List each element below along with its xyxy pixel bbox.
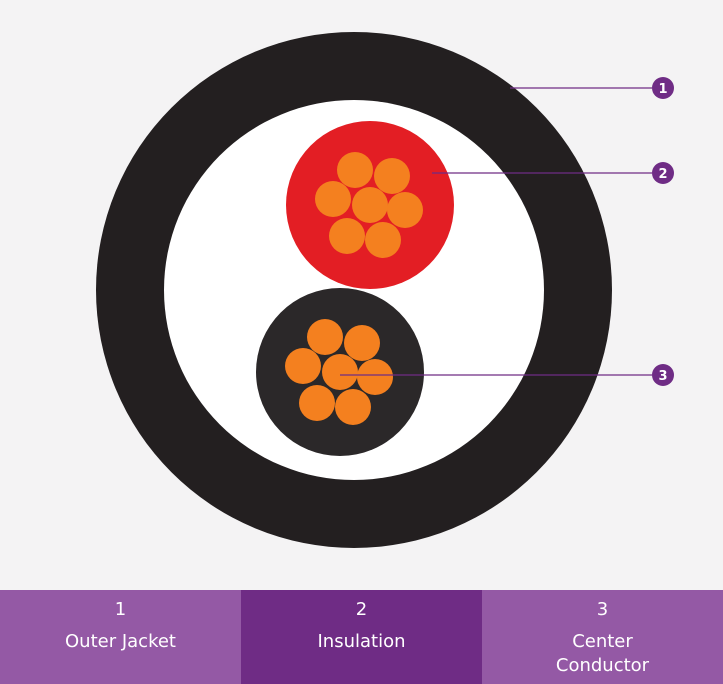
conductor-strand bbox=[357, 359, 393, 395]
callout-marker-1: 1 bbox=[652, 77, 674, 99]
marker-number: 1 bbox=[658, 82, 667, 97]
marker-badge bbox=[652, 364, 674, 386]
legend-number: 1 bbox=[114, 599, 127, 620]
conductor-strand bbox=[299, 385, 335, 421]
legend-number: 2 bbox=[355, 599, 368, 620]
cable-cross-section-diagram: 1 2 3 bbox=[96, 32, 674, 548]
conductor-strand bbox=[374, 158, 410, 194]
conductor-strand bbox=[285, 348, 321, 384]
legend-item-center-conductor: 3 Center Conductor bbox=[482, 590, 723, 684]
conductor-strand bbox=[335, 389, 371, 425]
marker-badge bbox=[652, 77, 674, 99]
legend-label: Center Conductor bbox=[555, 631, 650, 676]
conductor-strand bbox=[387, 192, 423, 228]
callout-marker-3: 3 bbox=[652, 364, 674, 386]
legend-bar: 1 Outer Jacket 2 Insulation 3 Center Con… bbox=[0, 590, 723, 684]
marker-number: 3 bbox=[658, 369, 667, 384]
conductor-strand bbox=[322, 354, 358, 390]
conductor-strand bbox=[315, 181, 351, 217]
conductor-strand bbox=[329, 218, 365, 254]
legend-label: Insulation bbox=[317, 631, 406, 652]
black-core-conductor-strands bbox=[285, 319, 393, 425]
conductor-strand bbox=[365, 222, 401, 258]
legend-item-insulation: 2 Insulation bbox=[241, 590, 482, 684]
marker-badge bbox=[652, 162, 674, 184]
marker-number: 2 bbox=[658, 167, 667, 182]
conductor-strand bbox=[337, 152, 373, 188]
legend-label: Outer Jacket bbox=[65, 631, 176, 652]
conductor-strand bbox=[307, 319, 343, 355]
callout-marker-2: 2 bbox=[652, 162, 674, 184]
legend-item-outer-jacket: 1 Outer Jacket bbox=[0, 590, 241, 684]
conductor-strand bbox=[344, 325, 380, 361]
conductor-strand bbox=[352, 187, 388, 223]
red-core-conductor-strands bbox=[315, 152, 423, 258]
legend-number: 3 bbox=[596, 599, 609, 620]
